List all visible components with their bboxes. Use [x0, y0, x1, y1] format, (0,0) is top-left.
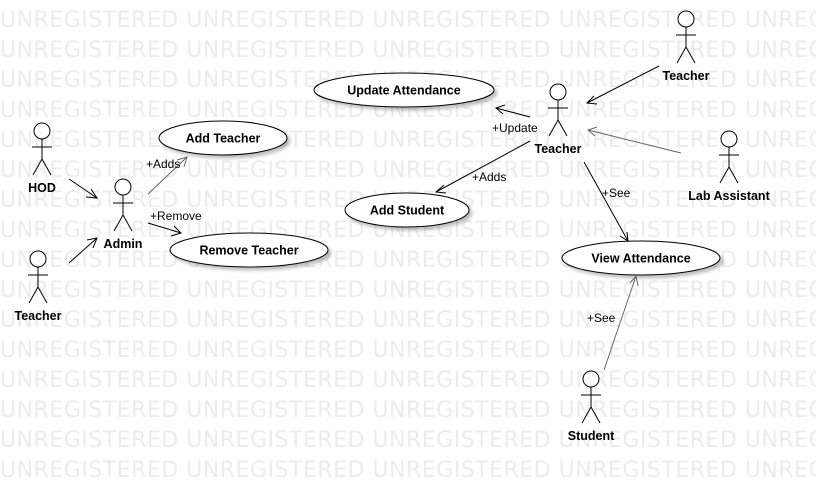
watermark-row: UNREGISTERED UNREGISTERED UNREGISTERED U… [0, 308, 816, 333]
teacher-top-generalization[interactable] [585, 65, 660, 105]
teacher-update-attendance-association[interactable] [495, 104, 531, 118]
use-case-label: Add Teacher [186, 132, 261, 146]
use-case-add-student[interactable]: Add Student [344, 192, 470, 228]
actor-student[interactable] [581, 370, 601, 424]
watermark-row: UNREGISTERED UNREGISTERED UNREGISTERED U… [0, 458, 816, 483]
use-case-view-attendance[interactable]: View Attendance [561, 240, 721, 276]
relation-label-student-see: +See [587, 311, 616, 325]
actor-label-admin: Admin [104, 237, 143, 251]
watermark-row: UNREGISTERED UNREGISTERED UNREGISTERED U… [0, 398, 816, 423]
relation-label-teacher-see: +See [602, 186, 631, 200]
actor-admin[interactable] [113, 178, 133, 232]
actor-label-hod: HOD [28, 181, 56, 195]
admin-remove-teacher-association[interactable] [147, 222, 182, 237]
actor-label-lab-assistant: Lab Assistant [688, 189, 770, 203]
teacher-view-attendance-association[interactable] [583, 161, 629, 242]
actor-teacher-left[interactable] [28, 250, 48, 304]
actor-label-student: Student [568, 429, 615, 443]
watermark-row: UNREGISTERED UNREGISTERED UNREGISTERED U… [0, 428, 816, 453]
relation-label-teacher-update: +Update [492, 121, 538, 135]
actor-lab-assistant[interactable] [719, 130, 739, 184]
teacher-add-student-association[interactable] [434, 140, 531, 194]
actor-label-teacher-top: Teacher [662, 69, 709, 83]
use-case-label: Update Attendance [347, 84, 460, 98]
watermark-row: UNREGISTERED UNREGISTERED UNREGISTERED U… [0, 128, 816, 153]
actor-label-teacher-center: Teacher [534, 142, 581, 156]
relation-label-admin-remove: +Remove [150, 209, 202, 223]
use-case-update-attendance[interactable]: Update Attendance [313, 72, 495, 108]
watermark-row: UNREGISTERED UNREGISTERED UNREGISTERED U… [0, 368, 816, 393]
student-view-attendance-association[interactable] [603, 274, 639, 371]
relation-label-admin-adds: +Adds [146, 157, 180, 171]
relation-label-teacher-adds: +Adds [472, 170, 506, 184]
actor-hod[interactable] [32, 122, 52, 176]
watermark-row: UNREGISTERED UNREGISTERED UNREGISTERED U… [0, 278, 816, 303]
watermark-row: UNREGISTERED UNREGISTERED UNREGISTERED U… [0, 338, 816, 363]
use-case-label: Remove Teacher [199, 244, 298, 258]
use-case-add-teacher[interactable]: Add Teacher [158, 120, 288, 156]
actor-teacher-top[interactable] [676, 10, 696, 64]
watermark-row: UNREGISTERED UNREGISTERED UNREGISTERED U… [0, 158, 816, 183]
use-case-remove-teacher[interactable]: Remove Teacher [169, 232, 329, 268]
watermark-row: UNREGISTERED UNREGISTERED UNREGISTERED U… [0, 38, 816, 63]
actor-teacher-center[interactable] [548, 83, 568, 137]
hod-admin-association[interactable] [68, 178, 98, 199]
actor-label-teacher-left: Teacher [14, 309, 61, 323]
use-case-label: View Attendance [591, 252, 690, 266]
teacher-admin-association[interactable] [68, 237, 98, 264]
use-case-label: Add Student [370, 204, 445, 218]
admin-add-teacher-association[interactable] [147, 156, 188, 195]
lab-assistant-generalization[interactable] [587, 126, 682, 154]
